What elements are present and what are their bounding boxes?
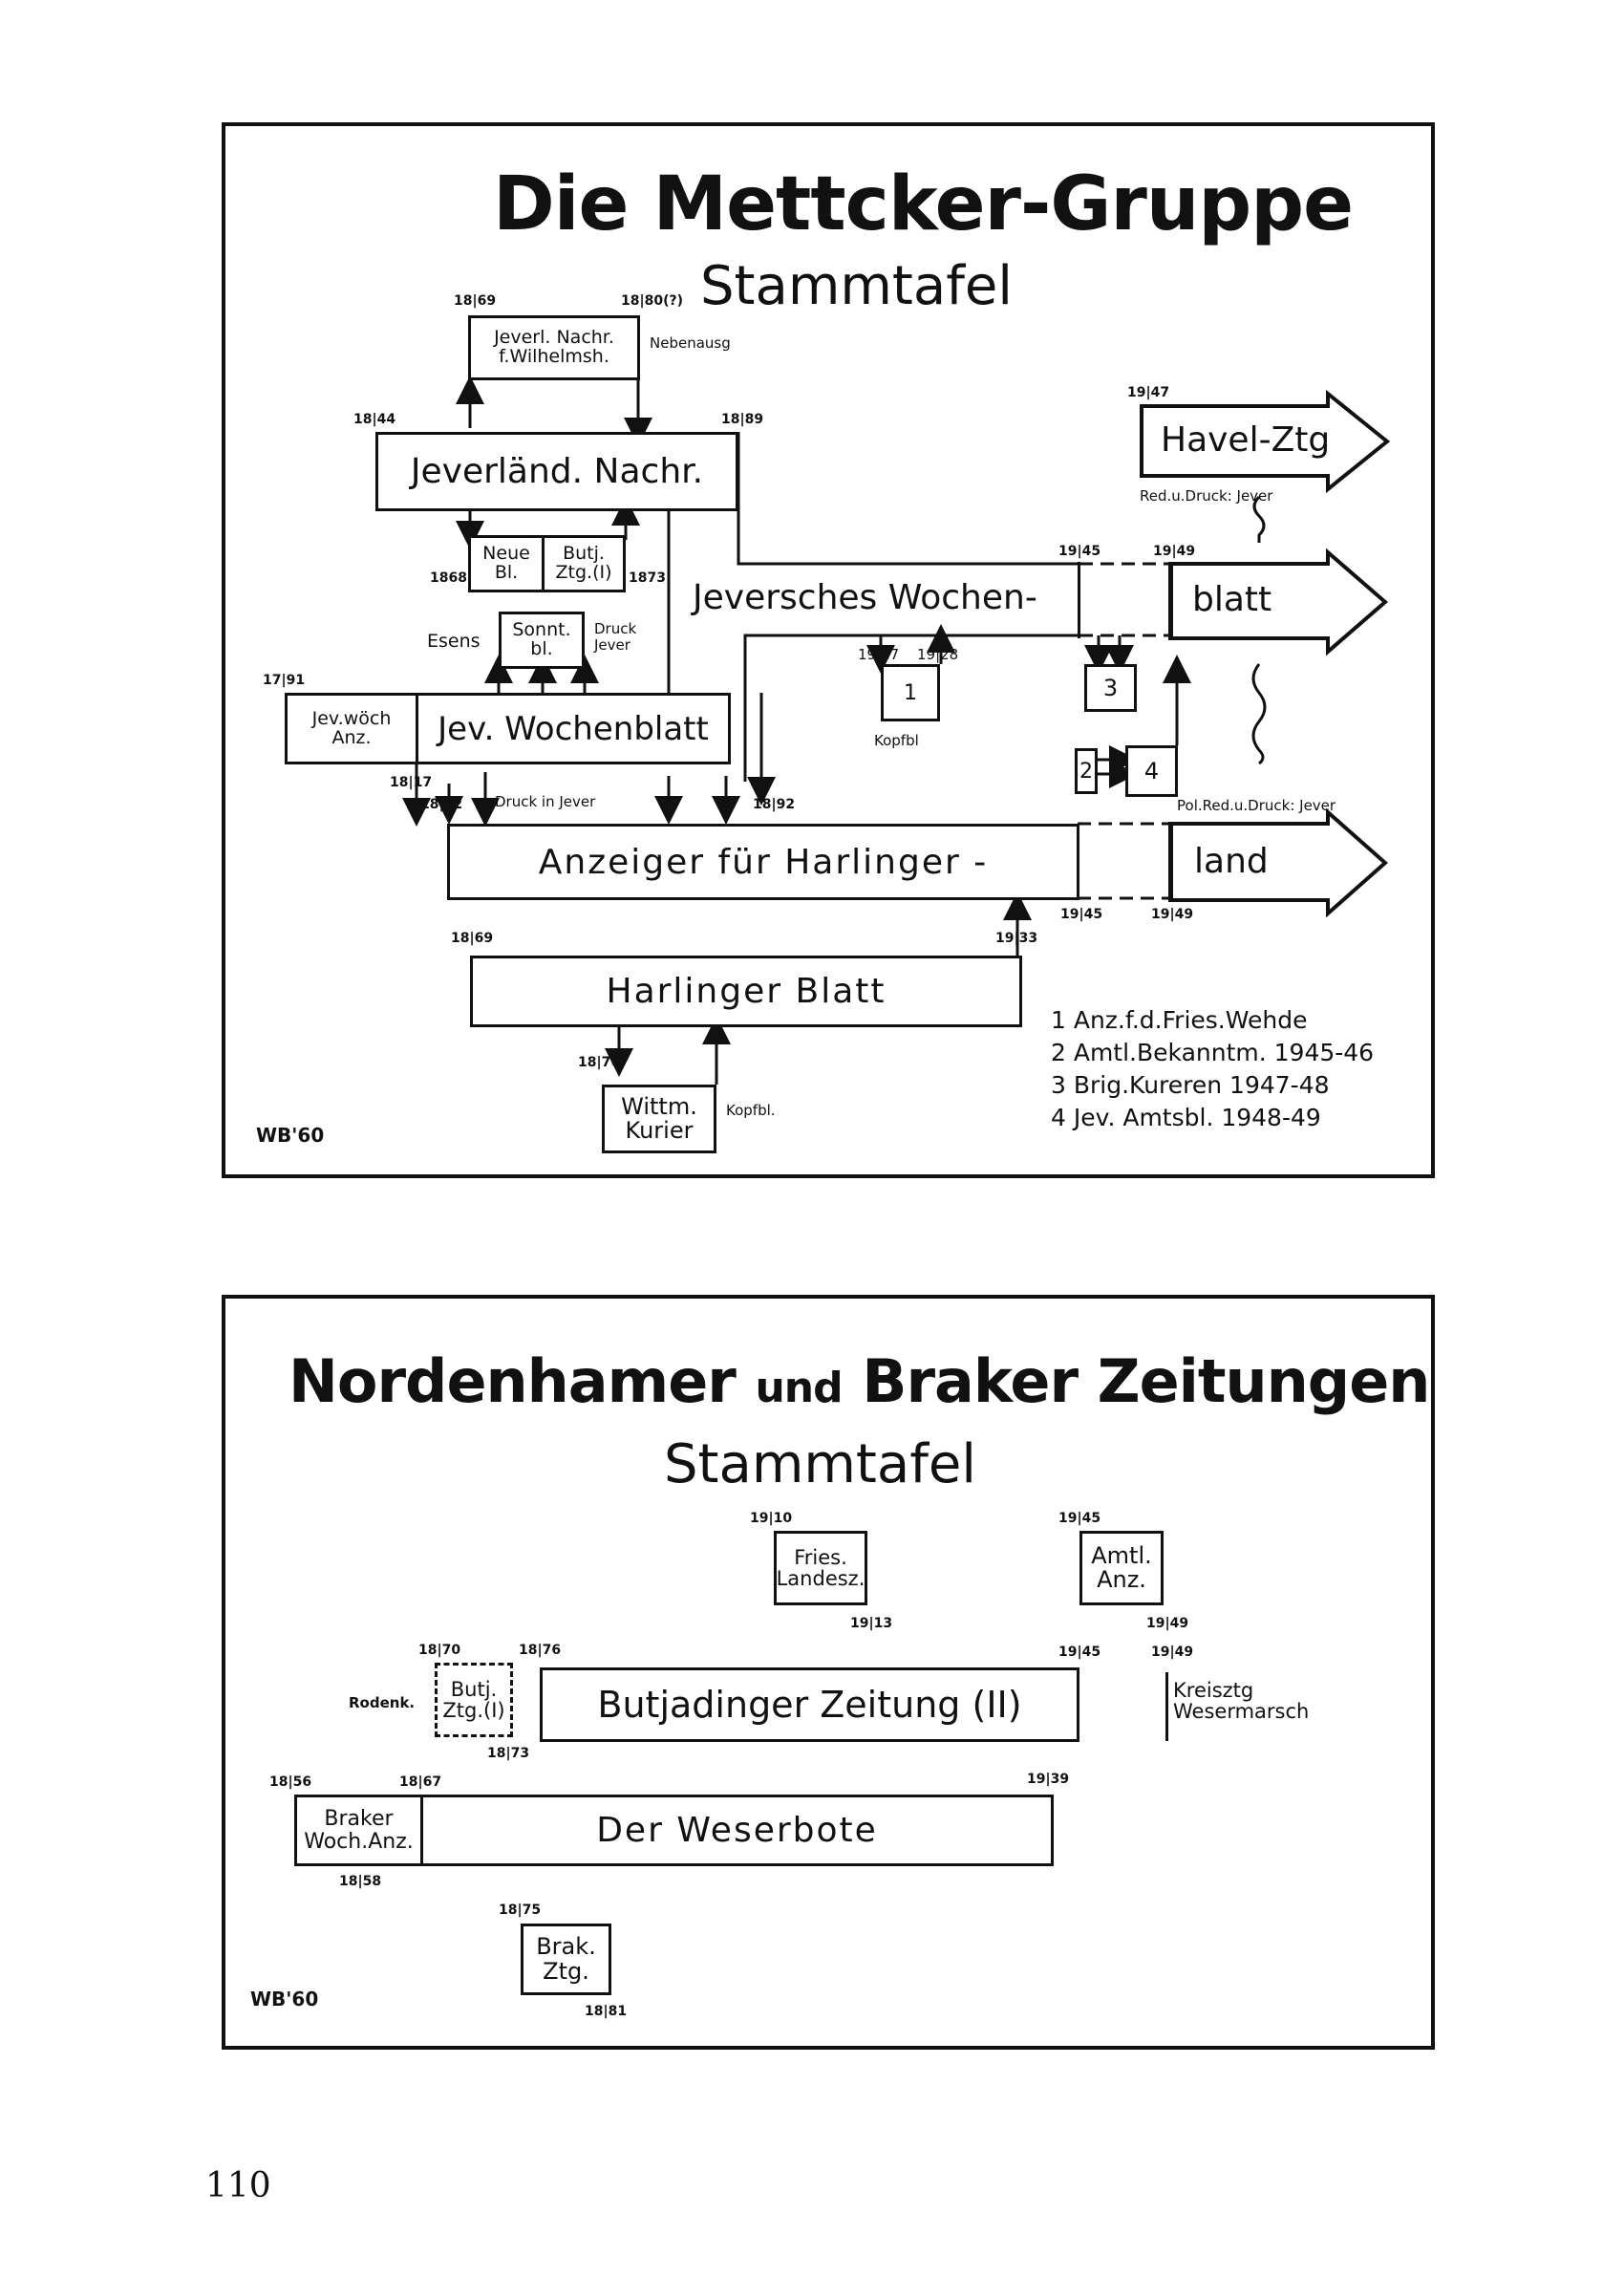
diagram2-title: Nordenhamer und Braker Zeitungen (288, 1346, 1430, 1416)
year-label: 19|47 (1127, 385, 1170, 400)
bracket-land (1170, 822, 1173, 900)
box-butjadinger-zeitung: Butjadinger Zeitung (II) (540, 1667, 1079, 1742)
label-kreisztg: Kreisztg Wesermarsch (1173, 1679, 1310, 1724)
label-druck-jever: Druck Jever (594, 620, 637, 654)
box-3: 3 (1084, 664, 1137, 712)
label-jeversches-wochen: Jeversches Wochen- (693, 578, 1037, 617)
box-sonnt-bl: Sonnt. bl. (499, 612, 585, 669)
arrow-blatt (1168, 548, 1389, 656)
year-label: 18|81 (585, 2004, 628, 2019)
year-label: 18|17 (390, 775, 433, 790)
box-wittm-kurier: Wittm. Kurier (602, 1085, 716, 1153)
label-nebenausg: Nebenausg (650, 334, 731, 352)
year-label: 19|45 (1058, 1645, 1101, 1660)
label-land: land (1194, 842, 1269, 881)
year-label: 18|73 (487, 1746, 530, 1761)
bracket-jeversches (1078, 562, 1080, 638)
year-label: 18|58 (339, 1874, 382, 1889)
box-1: 1 (881, 664, 940, 721)
label-red-druck-jever: Red.u.Druck: Jever (1140, 487, 1273, 505)
diagram2-subtitle: Stammtafel (664, 1433, 976, 1495)
label-druck-in-jever: Druck in Jever (495, 793, 596, 810)
legend-item-1: 1 Anz.f.d.Fries.Wehde (1051, 1006, 1308, 1034)
year-label: 17|91 (263, 673, 306, 688)
year-label: 18|80(?) (621, 293, 683, 309)
year-label: 18|69 (451, 931, 494, 946)
year-label: 18|89 (721, 412, 764, 427)
box-jeverl-nachr-wilhelmsh: Jeverl. Nachr. f.Wilhelmsh. (468, 315, 640, 380)
diagram1-title: Die Mettcker-Gruppe (493, 161, 1354, 247)
box-braker-woch-anz: Braker Woch.Anz. (294, 1795, 423, 1866)
year-label: 19|28 (917, 646, 959, 663)
box-neue-bl: Neue Bl. (468, 535, 545, 592)
year-label: 18|76 (578, 1055, 621, 1070)
legend-item-3: 3 Brig.Kureren 1947-48 (1051, 1071, 1330, 1099)
year-label: 18|67 (399, 1774, 442, 1790)
year-label: 18|76 (519, 1643, 562, 1658)
legend: 1 Anz.f.d.Fries.Wehde 2 Amtl.Bekanntm. 1… (1051, 1008, 1374, 1129)
legend-item-4: 4 Jev. Amtsbl. 1948-49 (1051, 1104, 1321, 1131)
year-label: 18|56 (269, 1774, 312, 1790)
label-kopfbl-2: Kopfbl. (726, 1102, 776, 1119)
box-brak-ztg: Brak. Ztg. (521, 1924, 611, 1995)
diagram1-subtitle: Stammtafel (700, 255, 1013, 317)
box-butj-ztg-i-dashed: Butj. Ztg.(I) (435, 1663, 513, 1737)
year-label: 1873 (629, 570, 666, 586)
year-label: 19|10 (750, 1511, 793, 1526)
year-label: 19|45 (1060, 907, 1103, 922)
label-havel-ztg: Havel-Ztg (1161, 420, 1331, 460)
box-jeverland-nachr: Jeverländ. Nachr. (375, 432, 738, 511)
signature-wb60-1: WB'60 (256, 1124, 325, 1147)
year-label: 19|49 (1153, 544, 1196, 559)
year-label: 19|27 (858, 646, 900, 663)
label-esens: Esens (427, 631, 481, 652)
year-label: 19|45 (1058, 1511, 1101, 1526)
year-label: 19|45 (1058, 544, 1101, 559)
box-harlinger-blatt: Harlinger Blatt (470, 956, 1022, 1027)
year-label: 19|49 (1151, 1645, 1194, 1660)
box-jev-wochenblatt: Jev. Wochenblatt (416, 693, 731, 764)
year-label: 18|69 (454, 293, 497, 309)
year-label: 1868 (430, 570, 467, 586)
box-4: 4 (1125, 745, 1178, 797)
arrow-land (1168, 807, 1389, 918)
year-label: 19|49 (1146, 1616, 1189, 1631)
label-pol-red-druck: Pol.Red.u.Druck: Jever (1177, 797, 1336, 814)
year-label: 19|33 (995, 931, 1038, 946)
label-rodenk: Rodenk. (349, 1694, 416, 1711)
box-fries-landesz: Fries. Landesz. (774, 1531, 867, 1605)
year-label: 19|39 (1027, 1772, 1070, 1787)
year-label: 18|92 (753, 797, 796, 812)
bracket-kreisztg (1165, 1672, 1168, 1741)
box-jev-woech-anz: Jev.wöch Anz. (285, 693, 418, 764)
page-number: 110 (205, 2166, 271, 2205)
label-blatt: blatt (1192, 580, 1272, 619)
arrow-havel-ztg (1140, 389, 1391, 494)
signature-wb60-2: WB'60 (250, 1988, 319, 2010)
box-anzeiger-harlinger: Anzeiger für Harlinger - (447, 824, 1079, 900)
year-label: 18|44 (353, 412, 396, 427)
year-label: 19|13 (850, 1616, 893, 1631)
year-label: 18|75 (499, 1903, 542, 1918)
label-kopfbl: Kopfbl (874, 732, 919, 749)
box-der-weserbote: Der Weserbote (420, 1795, 1054, 1866)
box-butj-ztg-i: Butj. Ztg.(I) (542, 535, 626, 592)
box-2: 2 (1075, 748, 1098, 794)
bracket-blatt (1170, 562, 1173, 638)
legend-item-2: 2 Amtl.Bekanntm. 1945-46 (1051, 1039, 1375, 1066)
year-label: 18|62 (420, 797, 463, 812)
box-amtl-anz: Amtl. Anz. (1079, 1531, 1164, 1605)
year-label: 18|70 (418, 1643, 461, 1658)
year-label: 19|49 (1151, 907, 1194, 922)
